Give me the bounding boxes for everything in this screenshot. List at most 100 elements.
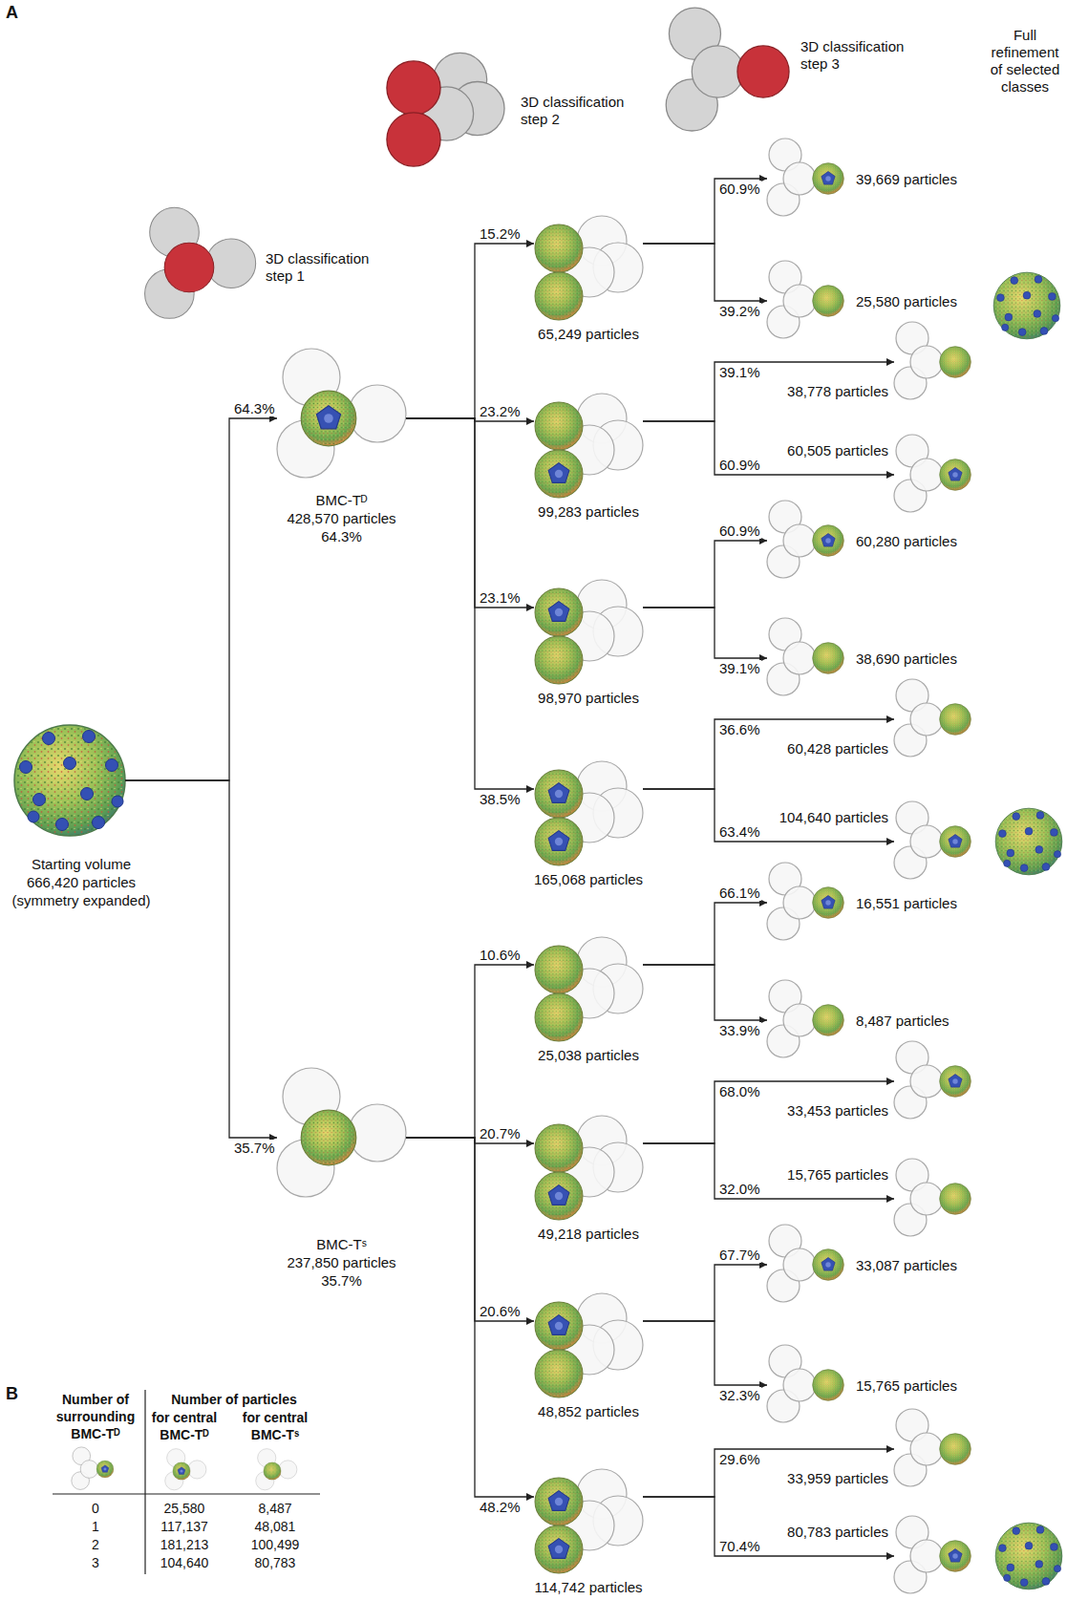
ghost-tiles (767, 1224, 816, 1302)
table-text: 3 (91, 1554, 100, 1572)
branch-arrow (642, 964, 768, 1021)
tile-blue (534, 1477, 583, 1526)
figure-label: A (5, 3, 19, 22)
branch-arrow (405, 964, 534, 1138)
refined-map (995, 808, 1063, 875)
branch-arrow (405, 1137, 534, 1497)
particle-count: 104,640 particles (779, 808, 889, 827)
particle-count: 237,850 particles (286, 1253, 396, 1272)
table-text: 117,137 (160, 1517, 209, 1536)
class-percentage: 39.1% (718, 363, 762, 381)
branch-arrow (642, 421, 895, 475)
table-text: 25,580 (164, 1499, 206, 1517)
branch-arrow (405, 243, 534, 419)
table-text: 100,499 (251, 1536, 300, 1554)
branch-arrow (125, 780, 278, 1138)
particle-count: 15,765 particles (855, 1376, 958, 1395)
particle-count: 60,505 particles (787, 441, 889, 460)
particle-count: 49,218 particles (537, 1224, 640, 1243)
particle-count: 33,959 particles (787, 1469, 889, 1488)
class-percentage: 70.4% (718, 1537, 762, 1555)
table-text: 48,081 (255, 1517, 297, 1536)
branch-arrow (642, 607, 768, 659)
particle-count: 65,249 particles (537, 324, 640, 343)
tile-blue (534, 1172, 583, 1220)
class-volume: 60,428 particles (894, 679, 972, 757)
particle-count: 33,453 particles (787, 1101, 889, 1120)
class-volume: 38,690 particles (767, 618, 845, 696)
tile-green (939, 346, 972, 379)
table-text: for central BMC-Tˢ (234, 1408, 317, 1444)
refined-map (993, 272, 1061, 340)
tile-blue (939, 826, 972, 858)
class-volume: 60,505 particles (894, 434, 972, 513)
class-percentage: 23.1% (478, 589, 522, 606)
branch-arrow (642, 902, 768, 965)
class-percentage: 32.3% (718, 1387, 762, 1404)
tile-blue (534, 588, 583, 637)
branch-arrow (642, 1496, 895, 1557)
ghost-tiles (894, 801, 943, 879)
class-percentage: 10.6% (478, 946, 522, 963)
table-text: 8,487 (257, 1499, 292, 1517)
ghost-tiles (277, 348, 406, 478)
tile-blue (812, 525, 845, 557)
figure-label: B (5, 1385, 19, 1403)
table-text: 181,213 (160, 1536, 210, 1554)
class-volume: 33,087 particles (767, 1224, 845, 1302)
table-rule (52, 1493, 321, 1494)
tile-green (939, 1183, 972, 1216)
particle-count: 666,420 particles (11, 873, 150, 892)
tile-blue (534, 449, 583, 498)
particle-count: 80,783 particles (787, 1522, 889, 1541)
branch-arrow (642, 243, 768, 301)
step1-icon (145, 207, 257, 319)
class-percentage: 38.5% (478, 790, 522, 808)
class-percentage: 48.2% (478, 1498, 522, 1516)
class-volume: BMC-Tᴰ428,570 particles64.3% (277, 348, 406, 478)
class-volume: 80,783 particles (894, 1515, 972, 1594)
class-percentage: 35.7% (233, 1139, 277, 1156)
particle-count: 15,765 particles (787, 1165, 889, 1184)
particle-count: 60,428 particles (787, 739, 889, 758)
ghost-tiles (767, 862, 816, 940)
table-text: 2 (91, 1536, 100, 1554)
branch-arrow (125, 418, 278, 781)
particle-count: 25,038 particles (537, 1045, 640, 1065)
particle-count: 428,570 particles (286, 509, 396, 528)
particle-count: 38,690 particles (855, 649, 958, 668)
tile-blue (939, 1540, 972, 1573)
particle-count: 99,283 particles (537, 502, 640, 521)
step1-volumes (277, 348, 406, 1197)
table-icons (71, 1447, 298, 1491)
particle-count: (symmetry expanded) (11, 891, 150, 910)
tile-green (534, 993, 583, 1042)
particle-count: BMC-Tᴰ (286, 490, 396, 510)
particle-count: 8,487 particles (855, 1011, 950, 1030)
step2-icon (386, 52, 505, 167)
table-text: Number of surrounding BMC-Tᴰ (47, 1390, 144, 1443)
class-volume: 39,669 particles (767, 138, 845, 216)
tile-blue (812, 163, 845, 195)
ghost-tiles (894, 321, 943, 400)
particle-count: 39,669 particles (855, 170, 958, 189)
class-volume: Starting volume666,420 particles(symmetr… (14, 725, 126, 836)
class-percentage: 39.2% (718, 302, 762, 320)
tile-blue (300, 390, 357, 447)
class-percentage: 29.6% (718, 1451, 762, 1468)
class-volume: 99,283 particles (533, 393, 643, 499)
branch-arrow (405, 418, 534, 790)
particle-count: 60,280 particles (855, 532, 958, 551)
class-volume: 48,852 particles (533, 1293, 643, 1399)
class-percentage: 36.6% (718, 721, 762, 738)
particle-count: 35.7% (286, 1271, 396, 1290)
class-volume: 25,580 particles (767, 260, 845, 339)
tile-green (534, 272, 583, 321)
particle-count: 38,778 particles (787, 382, 889, 401)
class-volume: 60,280 particles (767, 500, 845, 578)
tile-green (534, 945, 583, 994)
branch-arrow (405, 418, 534, 608)
step2-volumes (534, 215, 643, 1574)
starting-volume-map (14, 725, 126, 836)
